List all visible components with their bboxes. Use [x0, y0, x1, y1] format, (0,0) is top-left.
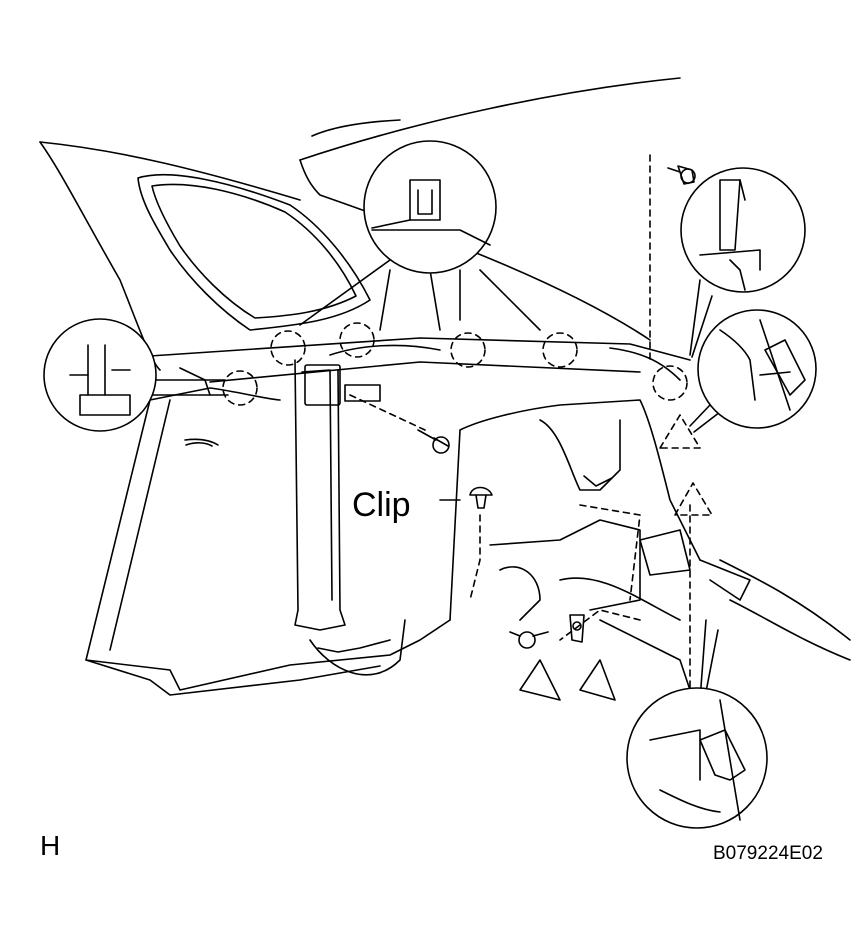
detail-circle-top — [364, 141, 496, 273]
claw-location-1 — [660, 415, 700, 448]
screw-icon — [418, 430, 449, 453]
clip-label: Clip — [352, 486, 411, 524]
detail-circle-upper-right — [681, 168, 805, 292]
roof-outline — [40, 78, 680, 370]
clip-location-3 — [340, 323, 374, 357]
clip-location-5 — [543, 333, 577, 367]
detail-circle-right — [698, 310, 816, 428]
seat-belt-trim — [295, 360, 405, 675]
claw-location-2 — [675, 483, 712, 515]
clip-location-2 — [271, 331, 305, 365]
dashed-locators — [223, 155, 712, 700]
figure-reference-code: B079224E02 — [713, 843, 823, 864]
detail-circle-left — [44, 319, 156, 431]
upper-trim-rail — [150, 338, 690, 395]
screw-icon — [510, 632, 548, 648]
view-letter-label: H — [40, 830, 61, 861]
quarter-window — [138, 175, 370, 330]
quarter-trim-panel — [86, 388, 700, 695]
clip-icon — [570, 615, 584, 642]
clip-icon — [470, 488, 492, 509]
clip-location-4 — [451, 333, 485, 367]
screw-icon — [668, 166, 695, 184]
callout-leaders — [150, 260, 720, 702]
clip-location-6 — [653, 366, 687, 400]
lower-deck-parts — [490, 520, 850, 700]
detail-circle-bottom — [627, 688, 767, 828]
clip-location-1 — [223, 371, 257, 405]
